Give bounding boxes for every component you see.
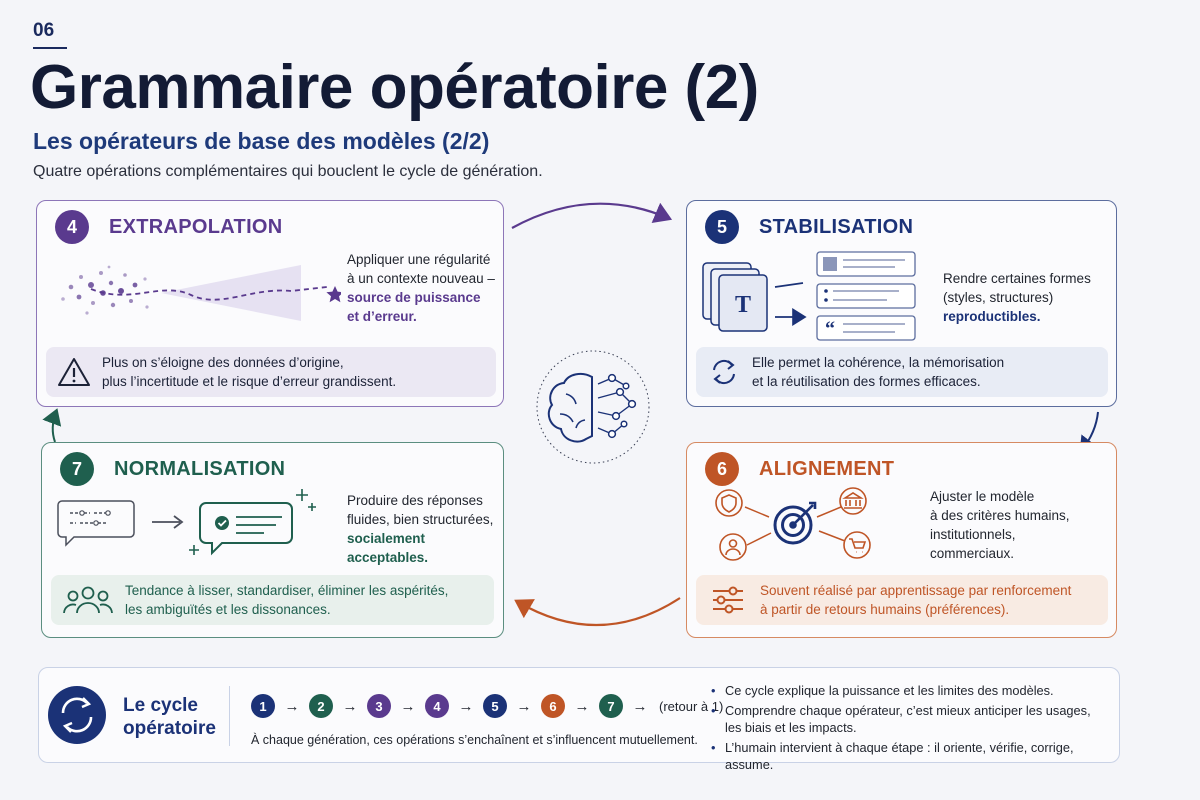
cycle-step-4: 4 (425, 694, 449, 718)
person-icon (725, 539, 741, 556)
card-stabilisation: 5 STABILISATION T “ Rendre certaines for… (686, 200, 1117, 407)
cycle-step-3: 3 (367, 694, 391, 718)
card-text-alignement: Ajuster le modèle à des critères humains… (930, 489, 1070, 561)
section-number: 06 (33, 20, 55, 41)
cart-icon (849, 538, 867, 553)
note-line-1: Tendance à lisser, standardiser, élimine… (125, 583, 449, 598)
cycle-arrow: → (574, 697, 590, 715)
normalisation-illustration (57, 489, 316, 556)
alignement-illustration (715, 487, 871, 561)
card-text-normalisation: Produire des réponses fluides, bien stru… (347, 493, 494, 565)
cycle-step-6: 6 (541, 694, 565, 718)
extrapolation-illustration (61, 265, 341, 321)
svg-text:T: T (735, 292, 751, 318)
cycle-arrow: → (284, 697, 300, 715)
target-icon (773, 501, 817, 545)
arrow-4-to-5 (511, 202, 673, 229)
template-stack-icon: T (702, 262, 768, 332)
data-cloud-icon (61, 265, 149, 315)
svg-text:“: “ (825, 318, 835, 340)
clean-speech-bubble-icon (199, 502, 293, 556)
cycle-return-label: (retour à 1) (659, 698, 724, 714)
note-line-2: plus l’incertitude et le risque d’erreur… (102, 374, 397, 389)
card-normalisation: 7 NORMALISATION Produire des réponses fl… (41, 442, 504, 638)
card-title-normalisation: NORMALISATION (114, 457, 286, 480)
note-line-1: Souvent réalisé par apprentissage par re… (760, 583, 1072, 598)
section-number-underline (33, 47, 67, 49)
cycle-summary: Le cycle opératoire 1 → 2 → 3 → 4 → 5 → 6 → 7 → (retou… (38, 667, 1120, 772)
cycle-title: Le cycle opératoire (123, 695, 216, 739)
sliders-icon (713, 586, 743, 614)
note-line-2: les ambiguïtés et les dissonances. (125, 602, 331, 617)
arrow-6-to-7 (514, 597, 681, 627)
brain-network-icon (536, 350, 650, 464)
cycle-divider (229, 686, 230, 746)
refresh-icon (713, 359, 735, 385)
shield-icon (721, 494, 737, 513)
note-line-1: Plus on s’éloigne des données d’origine, (102, 355, 344, 370)
page-subtitle: Les opérateurs de base des modèles (2/2) (33, 128, 490, 154)
note-stabilisation: Elle permet la cohérence, la mémorisatio… (696, 347, 1108, 397)
warning-icon (58, 358, 90, 386)
step-badge-7: 7 (60, 452, 94, 486)
cycle-arrow: → (458, 697, 474, 715)
cycle-arrow: → (342, 697, 358, 715)
note-line-2: et la réutilisation des formes efficaces… (752, 374, 981, 389)
cycle-bullets: Ce cycle explique la puissance et les li… (711, 682, 1119, 776)
messy-speech-bubble-icon (57, 500, 135, 547)
note-line-1: Elle permet la cohérence, la mémorisatio… (752, 355, 1005, 370)
cycle-bullet: Ce cycle explique la puissance et les li… (711, 682, 1119, 699)
page-title: Grammaire opératoire (2) (30, 53, 759, 122)
card-title-extrapolation: EXTRAPOLATION (109, 215, 283, 238)
note-line-2: à partir de retours humains (préférences… (760, 602, 1010, 617)
bank-icon (842, 492, 864, 509)
sparkle-icon (189, 489, 316, 555)
page-description: Quatre opérations complémentaires qui bo… (33, 163, 543, 180)
step-badge-5: 5 (705, 210, 739, 244)
star-icon (326, 286, 341, 303)
cycle-arrow: → (516, 697, 532, 715)
cycle-sequence: 1 → 2 → 3 → 4 → 5 → 6 → 7 → (retour à 1) (251, 694, 723, 718)
cycle-arrow: → (400, 697, 416, 715)
arrow-7-to-4 (42, 408, 62, 443)
cycle-caption: À chaque génération, ces opérations s’en… (251, 733, 698, 747)
cycle-step-5: 5 (483, 694, 507, 718)
card-text-extrapolation: Appliquer une régularité à un contexte n… (347, 252, 495, 324)
cycle-arrow: → (632, 697, 648, 715)
people-icon (63, 586, 113, 614)
note-normalisation: Tendance à lisser, standardiser, élimine… (51, 575, 494, 625)
cycle-icon (48, 686, 106, 744)
cycle-step-2: 2 (309, 694, 333, 718)
card-title-stabilisation: STABILISATION (759, 215, 914, 238)
step-badge-4: 4 (55, 210, 89, 244)
note-alignement: Souvent réalisé par apprentissage par re… (696, 575, 1108, 625)
card-extrapolation: 4 EXTRAPOLATION Appliquer une régularité… (36, 200, 504, 407)
stabilisation-illustration: T “ (702, 251, 916, 341)
card-alignement: 6 ALIGNEMENT Ajuster le modèle à des cri… (686, 442, 1117, 638)
cycle-bullet: L’humain intervient à chaque étape : il … (711, 739, 1119, 773)
cycle-step-1: 1 (251, 694, 275, 718)
card-text-stabilisation: Rendre certaines formes (styles, structu… (943, 271, 1091, 324)
cycle-step-7: 7 (599, 694, 623, 718)
card-title-alignement: ALIGNEMENT (759, 457, 895, 480)
note-extrapolation: Plus on s’éloigne des données d’origine,… (46, 347, 496, 397)
step-badge-6: 6 (705, 452, 739, 486)
cycle-bullet: Comprendre chaque opérateur, c’est mieux… (711, 702, 1096, 736)
